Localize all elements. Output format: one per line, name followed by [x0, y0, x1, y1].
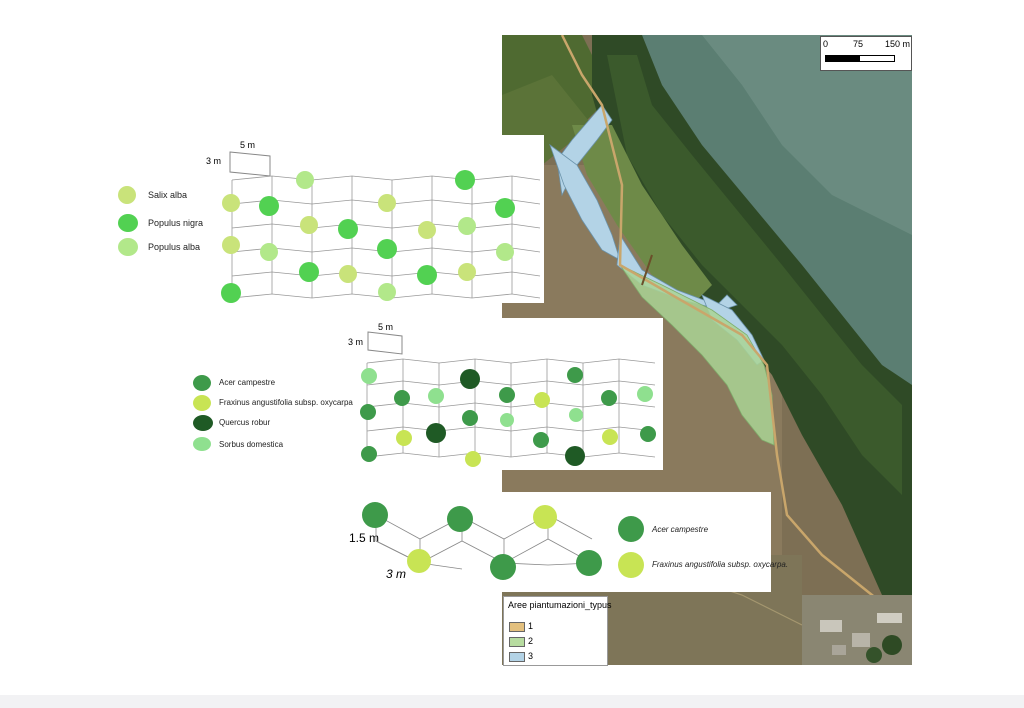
legend-label-3: 3: [528, 651, 534, 661]
legend-acer-campestre: Acer campestre: [219, 378, 276, 387]
fraxinus-icon: [407, 549, 431, 573]
populus-nigra-icon: [299, 262, 319, 282]
satellite-map: [502, 35, 912, 665]
acer-campestre-icon: [576, 550, 602, 576]
scale-segment-black: [825, 55, 861, 62]
populus-nigra-icon: [338, 219, 358, 239]
fraxinus-icon: [602, 429, 618, 445]
module2-dim-height: 3 m: [348, 337, 364, 347]
fraxinus-icon: [396, 430, 412, 446]
fraxinus-icon: [618, 552, 644, 578]
acer-campestre-icon: [394, 390, 410, 406]
legend-swatch-2: [509, 637, 525, 647]
fraxinus-icon: [193, 395, 211, 411]
module3-trees: [362, 502, 602, 580]
map-legend: Aree piantumazioni_typus 1 2 3: [503, 596, 612, 666]
scale-bar: 0 75 150 m: [820, 36, 912, 71]
legend-populus-alba: Populus alba: [148, 242, 201, 252]
populus-alba-icon: [378, 283, 396, 301]
sorbus-domestica-icon: [500, 413, 514, 427]
scale-segment-white: [859, 55, 895, 62]
map-legend-title: Aree piantumazioni_typus: [508, 600, 612, 610]
populus-nigra-icon: [455, 170, 475, 190]
acer-campestre-icon: [362, 502, 388, 528]
sorbus-domestica-icon: [637, 386, 653, 402]
module2-grid: [366, 358, 656, 458]
module3-panel: [345, 492, 771, 592]
salix-alba-icon: [222, 194, 240, 212]
legend-swatch-3: [509, 652, 525, 662]
fraxinus-icon: [534, 392, 550, 408]
sorbus-domestica-icon: [361, 368, 377, 384]
legend-label-1: 1: [528, 621, 534, 631]
populus-alba-icon: [118, 238, 138, 256]
acer-campestre-icon: [533, 432, 549, 448]
fraxinus-icon: [465, 451, 481, 467]
sorbus-domestica-icon: [569, 408, 583, 422]
quercus-robur-icon: [565, 446, 585, 466]
legend-swatch-1: [509, 622, 525, 632]
acer-campestre-icon: [601, 390, 617, 406]
legend-populus-nigra: Populus nigra: [148, 218, 204, 228]
module2-dim-width: 5 m: [378, 322, 394, 332]
populus-nigra-icon: [221, 283, 241, 303]
acer-campestre-icon: [499, 387, 515, 403]
populus-alba-icon: [496, 243, 514, 261]
scale-label-150: 150 m: [885, 39, 911, 49]
quercus-robur-icon: [426, 423, 446, 443]
legend-label-2: 2: [528, 636, 534, 646]
quercus-robur-icon: [193, 415, 213, 431]
acer-campestre-icon: [447, 506, 473, 532]
legend-fraxinus-2: Fraxinus angustifolia subsp. oxycarpa.: [652, 560, 789, 569]
salix-alba-icon: [222, 236, 240, 254]
module1-trees: [221, 170, 515, 303]
populus-alba-icon: [296, 171, 314, 189]
salix-alba-icon: [339, 265, 357, 283]
scale-label-75: 75: [853, 39, 864, 49]
legend-sorbus-domestica: Sorbus domestica: [219, 440, 284, 449]
populus-alba-icon: [260, 243, 278, 261]
module1-panel: [200, 135, 544, 303]
quercus-robur-icon: [460, 369, 480, 389]
module1-dim-width: 5 m: [240, 140, 256, 150]
populus-nigra-icon: [417, 265, 437, 285]
sorbus-domestica-icon: [193, 437, 211, 451]
acer-campestre-icon: [640, 426, 656, 442]
legend-quercus-robur: Quercus robur: [219, 418, 271, 427]
module2-trees: [360, 367, 656, 467]
module3-dim-height: 1.5 m: [349, 531, 380, 545]
legend-salix-alba: Salix alba: [148, 190, 188, 200]
salix-alba-icon: [378, 194, 396, 212]
salix-alba-icon: [458, 263, 476, 281]
acer-campestre-icon: [193, 375, 211, 391]
module1-dim-height: 3 m: [206, 156, 222, 166]
module2-unit-cell: [367, 331, 403, 355]
populus-nigra-icon: [377, 239, 397, 259]
acer-campestre-icon: [567, 367, 583, 383]
acer-campestre-icon: [361, 446, 377, 462]
populus-nigra-icon: [259, 196, 279, 216]
salix-alba-icon: [418, 221, 436, 239]
legend-acer-campestre-2: Acer campestre: [652, 525, 709, 534]
bottom-strip: [0, 695, 1024, 708]
sorbus-domestica-icon: [428, 388, 444, 404]
acer-campestre-icon: [462, 410, 478, 426]
scale-label-0: 0: [823, 39, 829, 49]
populus-nigra-icon: [495, 198, 515, 218]
fraxinus-icon: [533, 505, 557, 529]
legend-fraxinus: Fraxinus angustifolia subsp. oxycarpa: [219, 398, 353, 407]
acer-campestre-icon: [618, 516, 644, 542]
acer-campestre-icon: [490, 554, 516, 580]
salix-alba-icon: [118, 186, 136, 204]
acer-campestre-icon: [360, 404, 376, 420]
populus-nigra-icon: [118, 214, 138, 232]
salix-alba-icon: [300, 216, 318, 234]
populus-alba-icon: [458, 217, 476, 235]
module3-dim-width: 3 m: [386, 567, 407, 581]
